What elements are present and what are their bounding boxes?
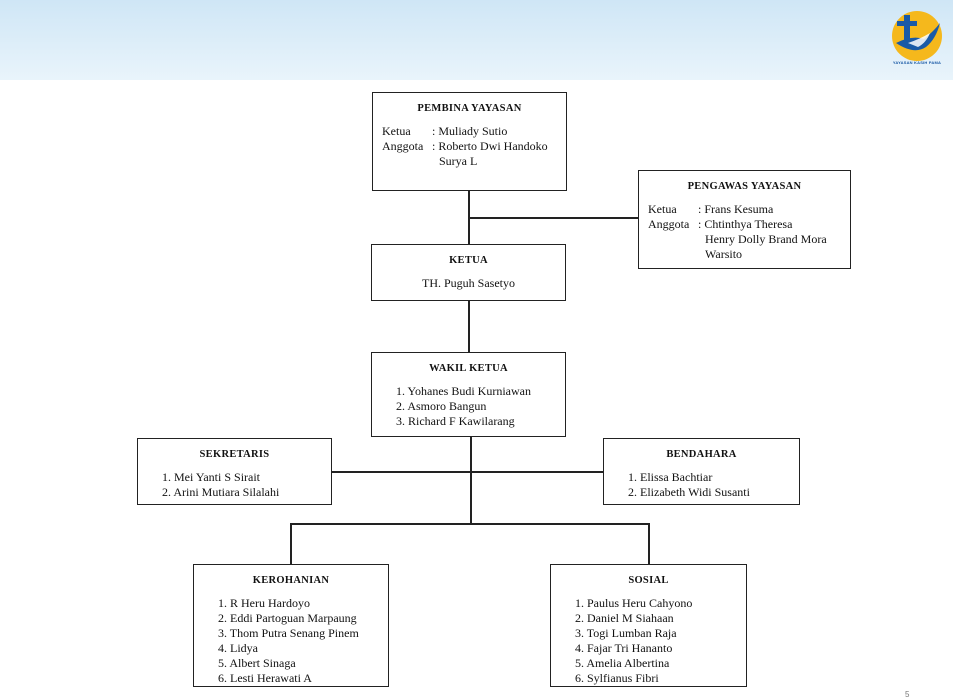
pembina-details: Ketua : Muliady Sutio Anggota : Roberto … <box>382 124 566 169</box>
list-item: 1. Yohanes Budi Kurniawan <box>396 384 531 398</box>
pembina-yayasan-box: PEMBINA YAYASAN Ketua : Muliady Sutio An… <box>372 92 567 191</box>
pengawas-anggota-item: Warsito <box>705 247 743 261</box>
list-item: 2. Daniel M Siahaan <box>575 611 674 625</box>
list-item: 5. Amelia Albertina <box>575 656 670 670</box>
list-item: 2. Elizabeth Widi Susanti <box>628 485 750 499</box>
pengawas-title: PENGAWAS YAYASAN <box>687 181 802 192</box>
connector-sosial <box>648 523 650 565</box>
wakil-ketua-members: 1. Yohanes Budi Kurniawan 2. Asmoro Bang… <box>396 384 565 429</box>
list-item: 3. Thom Putra Senang Pinem <box>218 626 359 640</box>
list-item: 2. Asmoro Bangun <box>396 399 487 413</box>
logo-caption: YAYASAN KASIH PAMA <box>892 60 942 65</box>
pembina-anggota-item: : Roberto Dwi Handoko <box>432 139 548 153</box>
bendahara-box: BENDAHARA 1. Elissa Bachtiar 2. Elizabet… <box>603 438 800 505</box>
pembina-title: PEMBINA YAYASAN <box>417 103 522 114</box>
sekretaris-box: SEKRETARIS 1. Mei Yanti S Sirait 2. Arin… <box>137 438 332 505</box>
list-item: 1. Mei Yanti S Sirait <box>162 470 261 484</box>
list-item: 4. Lidya <box>218 641 258 655</box>
sekretaris-members: 1. Mei Yanti S Sirait 2. Arini Mutiara S… <box>162 470 331 500</box>
pengawas-anggota-list: : Chtinthya Theresa Henry Dolly Brand Mo… <box>698 217 850 262</box>
list-item: 3. Togi Lumban Raja <box>575 626 677 640</box>
sekretaris-title: SEKRETARIS <box>199 449 270 460</box>
bendahara-title: BENDAHARA <box>666 449 737 460</box>
header-band <box>0 0 953 80</box>
list-item: 6. Sylfianus Fibri <box>575 671 659 685</box>
pengawas-details: Ketua : Frans Kesuma Anggota : Chtinthya… <box>648 202 850 262</box>
sosial-title: SOSIAL <box>628 575 669 586</box>
pengawas-ketua-value: : Frans Kesuma <box>698 202 774 216</box>
pengawas-anggota-item: : Chtinthya Theresa <box>698 217 793 231</box>
connector-bottom-horizontal <box>290 523 649 525</box>
pembina-ketua-label: Ketua <box>382 124 411 138</box>
kerohanian-title: KEROHANIAN <box>252 575 330 586</box>
kerohanian-box: KEROHANIAN 1. R Heru Hardoyo 2. Eddi Par… <box>193 564 389 687</box>
connector-kerohanian <box>290 523 292 565</box>
list-item: 3. Richard F Kawilarang <box>396 414 515 428</box>
list-item: 5. Albert Sinaga <box>218 656 296 670</box>
ketua-box: KETUA TH. Puguh Sasetyo <box>371 244 566 301</box>
pembina-anggota-item: Surya L <box>439 154 478 168</box>
pembina-anggota-list: : Roberto Dwi Handoko Surya L <box>432 139 566 169</box>
pengawas-ketua-label: Ketua <box>648 202 677 216</box>
list-item: 1. Elissa Bachtiar <box>628 470 713 484</box>
list-item: 1. Paulus Heru Cahyono <box>575 596 693 610</box>
dove-cross-logo-icon <box>892 11 942 61</box>
wakil-ketua-title: WAKIL KETUA <box>429 363 508 374</box>
pembina-ketua-value: : Muliady Sutio <box>432 124 508 138</box>
pengawas-anggota-label: Anggota <box>648 217 690 231</box>
list-item: 2. Arini Mutiara Silalahi <box>162 485 280 499</box>
sosial-members: 1. Paulus Heru Cahyono 2. Daniel M Siaha… <box>575 596 746 686</box>
page-number: 5 <box>905 690 910 699</box>
list-item: 1. R Heru Hardoyo <box>218 596 310 610</box>
connector-sekretaris-bendahara <box>331 471 604 473</box>
connector-wakil-down <box>470 437 472 524</box>
ketua-title: KETUA <box>449 255 488 266</box>
pengawas-anggota-item: Henry Dolly Brand Mora <box>705 232 827 246</box>
list-item: 4. Fajar Tri Hananto <box>575 641 673 655</box>
pembina-anggota-label: Anggota <box>382 139 424 153</box>
kerohanian-members: 1. R Heru Hardoyo 2. Eddi Partoguan Marp… <box>218 596 388 686</box>
ketua-name: TH. Puguh Sasetyo <box>422 276 515 290</box>
bendahara-members: 1. Elissa Bachtiar 2. Elizabeth Widi Sus… <box>628 470 799 500</box>
sosial-box: SOSIAL 1. Paulus Heru Cahyono 2. Daniel … <box>550 564 747 687</box>
wakil-ketua-box: WAKIL KETUA 1. Yohanes Budi Kurniawan 2.… <box>371 352 566 437</box>
list-item: 2. Eddi Partoguan Marpaung <box>218 611 357 625</box>
list-item: 6. Lesti Herawati A <box>218 671 312 685</box>
pengawas-yayasan-box: PENGAWAS YAYASAN Ketua : Frans Kesuma An… <box>638 170 851 269</box>
connector-ketua-wakil <box>468 301 470 353</box>
connector-pengawas <box>468 217 638 219</box>
